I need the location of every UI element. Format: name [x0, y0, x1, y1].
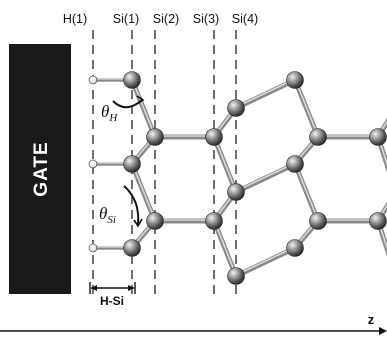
bond-highlight — [294, 162, 319, 221]
atom-layer — [88, 71, 387, 285]
silicon-atom — [146, 212, 164, 230]
plane-label-si4: Si(4) — [232, 12, 258, 26]
silicon-atom — [205, 212, 223, 230]
plane-label-h1: H(1) — [63, 12, 87, 26]
silicon-atom — [123, 239, 141, 257]
plane-label-si3: Si(3) — [193, 12, 219, 26]
gate-label: GATE — [31, 141, 52, 196]
si-si-bond — [233, 161, 298, 195]
angle-h-subscript: H — [108, 112, 118, 124]
bond-highlight — [131, 162, 156, 221]
angle-h-label: θH — [101, 102, 118, 124]
angle-si-label: θSi — [99, 204, 116, 226]
silicon-atom — [286, 155, 304, 173]
hsi-arrowhead-right — [128, 285, 134, 291]
angle-si-subscript: Si — [107, 214, 116, 226]
silicon-atom — [309, 128, 327, 146]
silicon-atom — [286, 239, 304, 257]
hydrogen-atom — [88, 75, 98, 85]
silicon-atom — [286, 71, 304, 89]
silicon-atom — [123, 71, 141, 89]
z-axis-label: z — [368, 312, 375, 327]
silicon-atom — [146, 128, 164, 146]
gate-block — [9, 44, 71, 294]
silicon-atom — [369, 212, 387, 230]
si-si-bond — [233, 77, 298, 111]
bond-highlight — [235, 246, 296, 276]
angle-h-symbol: θ — [101, 102, 109, 121]
silicon-atom — [227, 99, 245, 117]
plane-label-si2: Si(2) — [153, 12, 179, 26]
bond-highlight — [213, 219, 237, 276]
silicon-atom — [227, 183, 245, 201]
z-axis-arrowhead — [379, 327, 387, 335]
angle-si-arrowhead — [133, 218, 143, 228]
silicon-atom — [227, 267, 245, 285]
plane-label-si1: Si(1) — [113, 12, 139, 26]
angle-si-arc — [123, 185, 140, 225]
bond-highlight — [235, 78, 296, 108]
bond-highlight — [294, 78, 319, 137]
hsi-arrowhead-left — [91, 285, 97, 291]
si-si-bond — [233, 245, 298, 279]
hydrogen-atom — [88, 159, 98, 169]
hsi-distance-marker — [89, 282, 136, 294]
silicon-atom — [369, 128, 387, 146]
bond-highlight — [235, 162, 296, 192]
hsi-label: H-Si — [100, 294, 124, 308]
silicon-atom — [205, 128, 223, 146]
angle-si-symbol: θ — [99, 204, 107, 223]
bond-highlight — [213, 135, 237, 192]
silicon-atom — [309, 212, 327, 230]
hydrogen-atom — [88, 243, 98, 253]
angle-h-arrowhead — [136, 95, 145, 105]
silicon-atom — [123, 155, 141, 173]
bond-highlight — [131, 78, 156, 137]
angle-markers — [112, 95, 145, 228]
plane-labels: H(1) Si(1) Si(2) Si(3) Si(4) — [63, 12, 258, 26]
